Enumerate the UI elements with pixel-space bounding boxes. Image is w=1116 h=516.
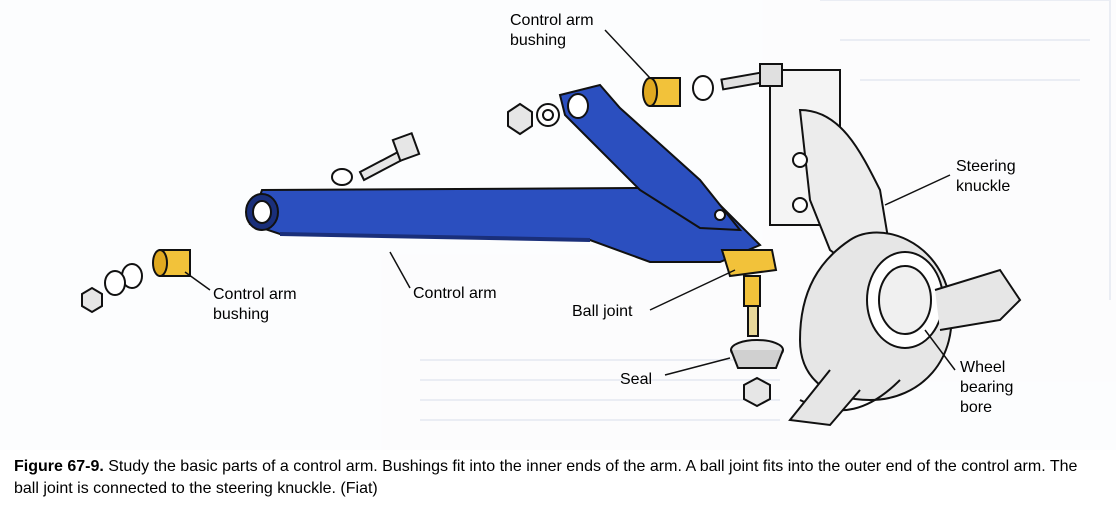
upper-nut-washers [507,102,560,136]
label-control-arm: Control arm [413,285,497,302]
label-control-arm-bushing-left: Control arm bushing [213,286,297,323]
label-control-arm-bushing-top: Control arm bushing [510,12,594,49]
leader-bushing-left [184,271,211,291]
control-arm-diagram [81,0,1111,427]
ball-joint-shape [720,249,778,337]
label-steering-knuckle: Steering knuckle [956,158,1016,195]
figure-caption: Figure 67-9. Study the basic parts of a … [14,456,1104,500]
figure-number: Figure 67-9. [14,458,104,475]
leader-wheel-bearing [924,329,956,371]
label-seal: Seal [620,371,653,388]
lower-bushing-assembly [81,249,191,314]
steering-knuckle [769,69,1022,427]
control-arm-shape [245,83,762,263]
caption-text: Study the basic parts of a control arm. … [14,458,1078,497]
label-ball-joint: Ball joint [572,303,633,320]
leader-steering-knuckle [884,174,951,206]
label-wheel-bearing-bore: Wheel bearing bore [960,359,1014,416]
leader-lines [184,29,956,376]
upper-bushing-assembly [642,63,783,107]
leader-ball-joint [649,269,736,311]
leader-seal [664,357,731,376]
leader-control-arm [389,251,411,289]
leader-bushing-top [604,29,651,79]
seal-shape [730,339,784,408]
center-bolt [331,131,421,186]
